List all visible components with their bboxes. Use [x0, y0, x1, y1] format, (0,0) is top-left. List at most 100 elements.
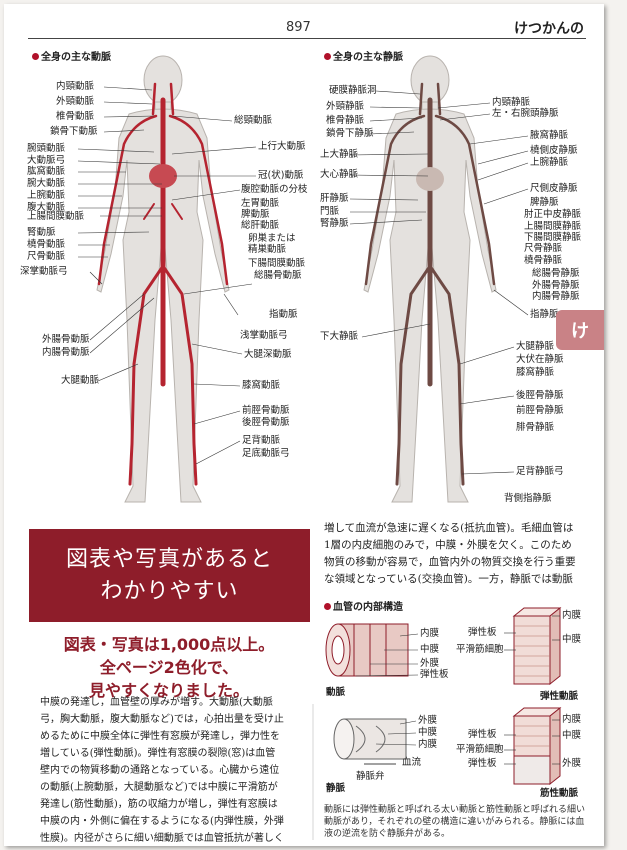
artery-label: 卵巣または [248, 234, 296, 244]
artery-label: 腹腔動脈の分枝 [241, 185, 308, 195]
artery-label: 総腸骨動脈 [254, 271, 302, 281]
artery-label: 内腸骨動脈 [42, 348, 90, 358]
vein-heart-shape [416, 167, 444, 191]
artery-label: 椎骨動脈 [56, 112, 94, 122]
structure-label: 弾性板 [420, 670, 449, 680]
artery-label: 左胃動脈 [241, 199, 279, 209]
promo-line-2: わかりやすい [100, 576, 238, 608]
text-line: 1層の内皮細胞のみで，中膜・外膜を欠く。このため [324, 537, 586, 554]
artery-label: 腎動脈 [27, 228, 56, 238]
artery-label: 精巣動脈 [248, 245, 286, 255]
structure-label: 中膜 [418, 728, 437, 738]
vein-label: 足背静脈弓 [516, 467, 564, 477]
vein-label: 腎静脈 [320, 219, 349, 229]
artery-label: 総肝動脈 [241, 221, 279, 231]
artery-label: 鎖骨下動脈 [50, 127, 98, 137]
artery-label: 肱窩動脈 [27, 167, 65, 177]
structure-label: 内膜 [418, 740, 437, 750]
muscular-artery-caption: 筋性動脈 [540, 789, 578, 799]
text-line: 弓，胸大動脈，腹大動脈など)では，心拍出量を受け止 [40, 711, 310, 728]
vein-caption: 静脈 [326, 784, 345, 794]
vein-label: 橈側皮静脈 [530, 146, 578, 156]
promo-line-1: 図表や写真があると [66, 544, 273, 576]
vein-label: 上腸間膜静脈 [524, 222, 581, 232]
artery-label: 大腿動脈 [61, 376, 99, 386]
artery-label: 外頸動脈 [56, 97, 94, 107]
artery-label: 腕大動脈 [27, 179, 65, 189]
text-line: 増している(弾性動脈)。弾性有窓膜の裂隙(窓)は血管 [40, 745, 310, 762]
artery-label: 橈骨動脈 [27, 240, 65, 250]
artery-label: 後脛骨動脈 [242, 418, 290, 428]
vein-label: 外腸骨静脈 [532, 281, 580, 291]
structure-label: 内膜 [562, 611, 581, 621]
dictionary-page: 897 けつかんの [4, 4, 604, 846]
vein-label: 尺骨静脈 [524, 244, 562, 254]
structure-label: 外膜 [420, 659, 439, 669]
text-line: の動脈(上腕動脈，大腿動脈など)では中膜に平滑筋が [40, 779, 310, 796]
artery-label: 総頸動脈 [234, 116, 272, 126]
index-tab[interactable]: け [556, 310, 604, 350]
vein-label: 大伏在静脈 [516, 355, 564, 365]
artery-label: 大動脈弓 [27, 156, 65, 166]
vein-label: 内腸骨静脈 [532, 292, 580, 302]
promo-banner: 図表や写真があると わかりやすい [29, 529, 310, 622]
structure-label: 血流 [402, 758, 421, 768]
vein-label: 膝窩静脈 [516, 368, 554, 378]
structure-label: 弾性板 [468, 730, 497, 740]
figure-caption: 動脈には弾性動脈と呼ばれる太い動脈と筋性動脈と呼ばれる細い動脈があり，それぞれの… [324, 804, 586, 840]
structure-section-title: 血管の内部構造 [324, 598, 403, 613]
vein-label: 鎖骨下静脈 [326, 129, 374, 139]
artery-label: 脾動脈 [241, 210, 270, 220]
bullet-icon [324, 603, 331, 610]
vein-label: 下腸間膜静脈 [524, 233, 581, 243]
artery-label: 上腸間膜動脈 [27, 212, 84, 222]
artery-label: 大腿深動脈 [244, 350, 292, 360]
artery-label: 上腕動脈 [27, 191, 65, 201]
vein-label: 硬膜静脈洞 [329, 86, 377, 96]
vein-label: 腓骨静脈 [516, 423, 554, 433]
artery-label: 前脛骨動脈 [242, 406, 290, 416]
text-line: めるために中膜全体に弾性有窓膜が発達し，弾力性を [40, 728, 310, 745]
artery-label: 足底動脈弓 [242, 449, 290, 459]
artery-label: 腕頭動脈 [27, 144, 65, 154]
vein-label: 尺側皮静脈 [530, 184, 578, 194]
structure-label: 平滑筋細胞 [456, 745, 504, 755]
artery-label: 指動脈 [269, 310, 298, 320]
text-line: 増して血流が急速に遅くなる(抵抗血管)。毛細血管は [324, 520, 586, 537]
vein-label: 橈骨静脈 [524, 256, 562, 266]
bullet-icon [32, 53, 39, 60]
text-line: 発達し(筋性動脈)，筋の収縮力が増し，弾性有窓膜は [40, 796, 310, 813]
vein-label: 前脛骨静脈 [516, 406, 564, 416]
vein-label: 後脛骨静脈 [516, 391, 564, 401]
heart-shape [149, 164, 177, 188]
vein-label: 肘正中皮静脈 [524, 210, 581, 220]
vein-label: 内頸静脈 [492, 98, 530, 108]
vein-label: 腋窩静脈 [530, 131, 568, 141]
structure-label: 中膜 [562, 635, 581, 645]
vein-label: 総腸骨静脈 [532, 269, 580, 279]
artery-label: 冠(状)動脈 [258, 171, 303, 181]
promo-sub-line: 図表・写真は1,000点以上。 [44, 633, 294, 656]
vein-label: 脾静脈 [530, 198, 559, 208]
body-text-right: 増して血流が急速に遅くなる(抵抗血管)。毛細血管は 1層の内皮細胞のみで，中膜・… [324, 520, 586, 588]
vein-label: 指静脈 [530, 310, 559, 320]
vein-label: 大心静脈 [320, 170, 358, 180]
elastic-artery-caption: 弾性動脈 [540, 692, 578, 702]
structure-label: 平滑筋細胞 [456, 645, 504, 655]
structure-label: 弾性板 [468, 759, 497, 769]
structure-label: 内膜 [562, 715, 581, 725]
text-line: 物質の移動が容易で，血管内外の物質交換を行う重要 [324, 554, 586, 571]
text-line: 中膜の発達し，血管壁の厚みが増す。大動脈(大動脈 [40, 694, 310, 711]
vein-label: 大腿静脈 [516, 342, 554, 352]
vein-cross-section [334, 719, 406, 764]
structure-label: 外膜 [562, 759, 581, 769]
text-line: な領域となっている(交換血管)。一方，静脈では動脈 [324, 571, 586, 588]
vein-label: 上腕静脈 [530, 158, 568, 168]
vein-label: 椎骨静脈 [326, 116, 364, 126]
text-line: 壁内での物質移動の通路となっている。心臓から遠位 [40, 762, 310, 779]
artery-caption: 動脈 [326, 688, 345, 698]
vein-label: 左・右腕頭静脈 [492, 109, 559, 119]
artery-label: 尺骨動脈 [27, 252, 65, 262]
structure-label: 外膜 [418, 716, 437, 726]
artery-label: 下腸間膜動脈 [248, 259, 305, 269]
